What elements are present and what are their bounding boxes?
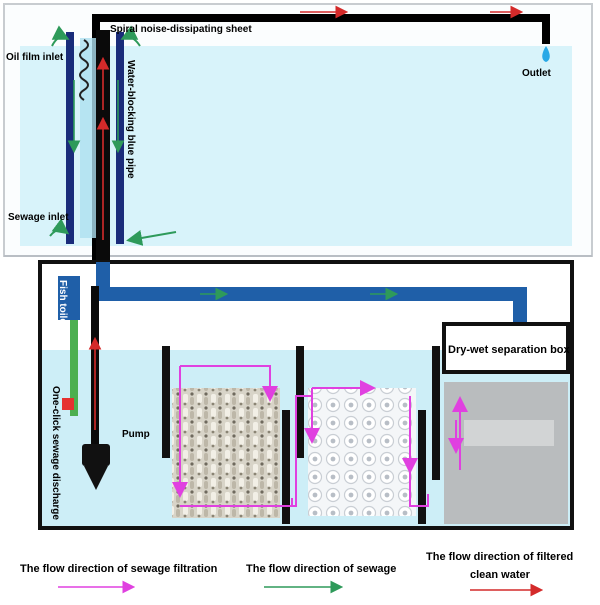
label-spiral: Spiral noise-dissipating sheet bbox=[110, 24, 252, 35]
label-dry-wet: Dry-wet separation box bbox=[448, 344, 571, 356]
label-pump: Pump bbox=[122, 429, 150, 440]
discharge-pipe bbox=[70, 320, 78, 416]
bio-rock-media bbox=[172, 388, 280, 518]
label-outlet: Outlet bbox=[522, 68, 552, 79]
legend-filtration-label: The flow direction of sewage filtration bbox=[20, 563, 218, 575]
overflow-chamber bbox=[66, 30, 124, 280]
legend-clean-label-1: The flow direction of filtered bbox=[426, 551, 573, 563]
label-sewage-inlet: Sewage inlet bbox=[8, 212, 69, 223]
blue-pipe bbox=[96, 262, 527, 324]
sewage-flow-arrows bbox=[49, 25, 177, 246]
dry-wet-box bbox=[442, 322, 570, 524]
legend-clean-label-2: clean water bbox=[470, 569, 531, 581]
filter-dividers bbox=[162, 346, 440, 524]
filtration-flow bbox=[172, 365, 468, 507]
label-one-click: One-click sewage discharge bbox=[50, 386, 61, 520]
valve-icon[interactable] bbox=[62, 398, 74, 410]
fish-toilet bbox=[58, 276, 80, 416]
water-drop-icon bbox=[542, 46, 550, 62]
pump-icon bbox=[82, 286, 110, 490]
legend: The flow direction of sewage filtration … bbox=[20, 551, 573, 597]
label-oil-film: Oil film inlet bbox=[6, 52, 64, 63]
spiral-icon bbox=[79, 39, 89, 101]
label-fish-toilet: Fish toilet bbox=[57, 280, 68, 328]
ceramic-ring-media bbox=[308, 388, 416, 516]
label-water-blocking: Water-blocking blue pipe bbox=[125, 60, 136, 179]
legend-sewage-label: The flow direction of sewage bbox=[246, 563, 396, 575]
